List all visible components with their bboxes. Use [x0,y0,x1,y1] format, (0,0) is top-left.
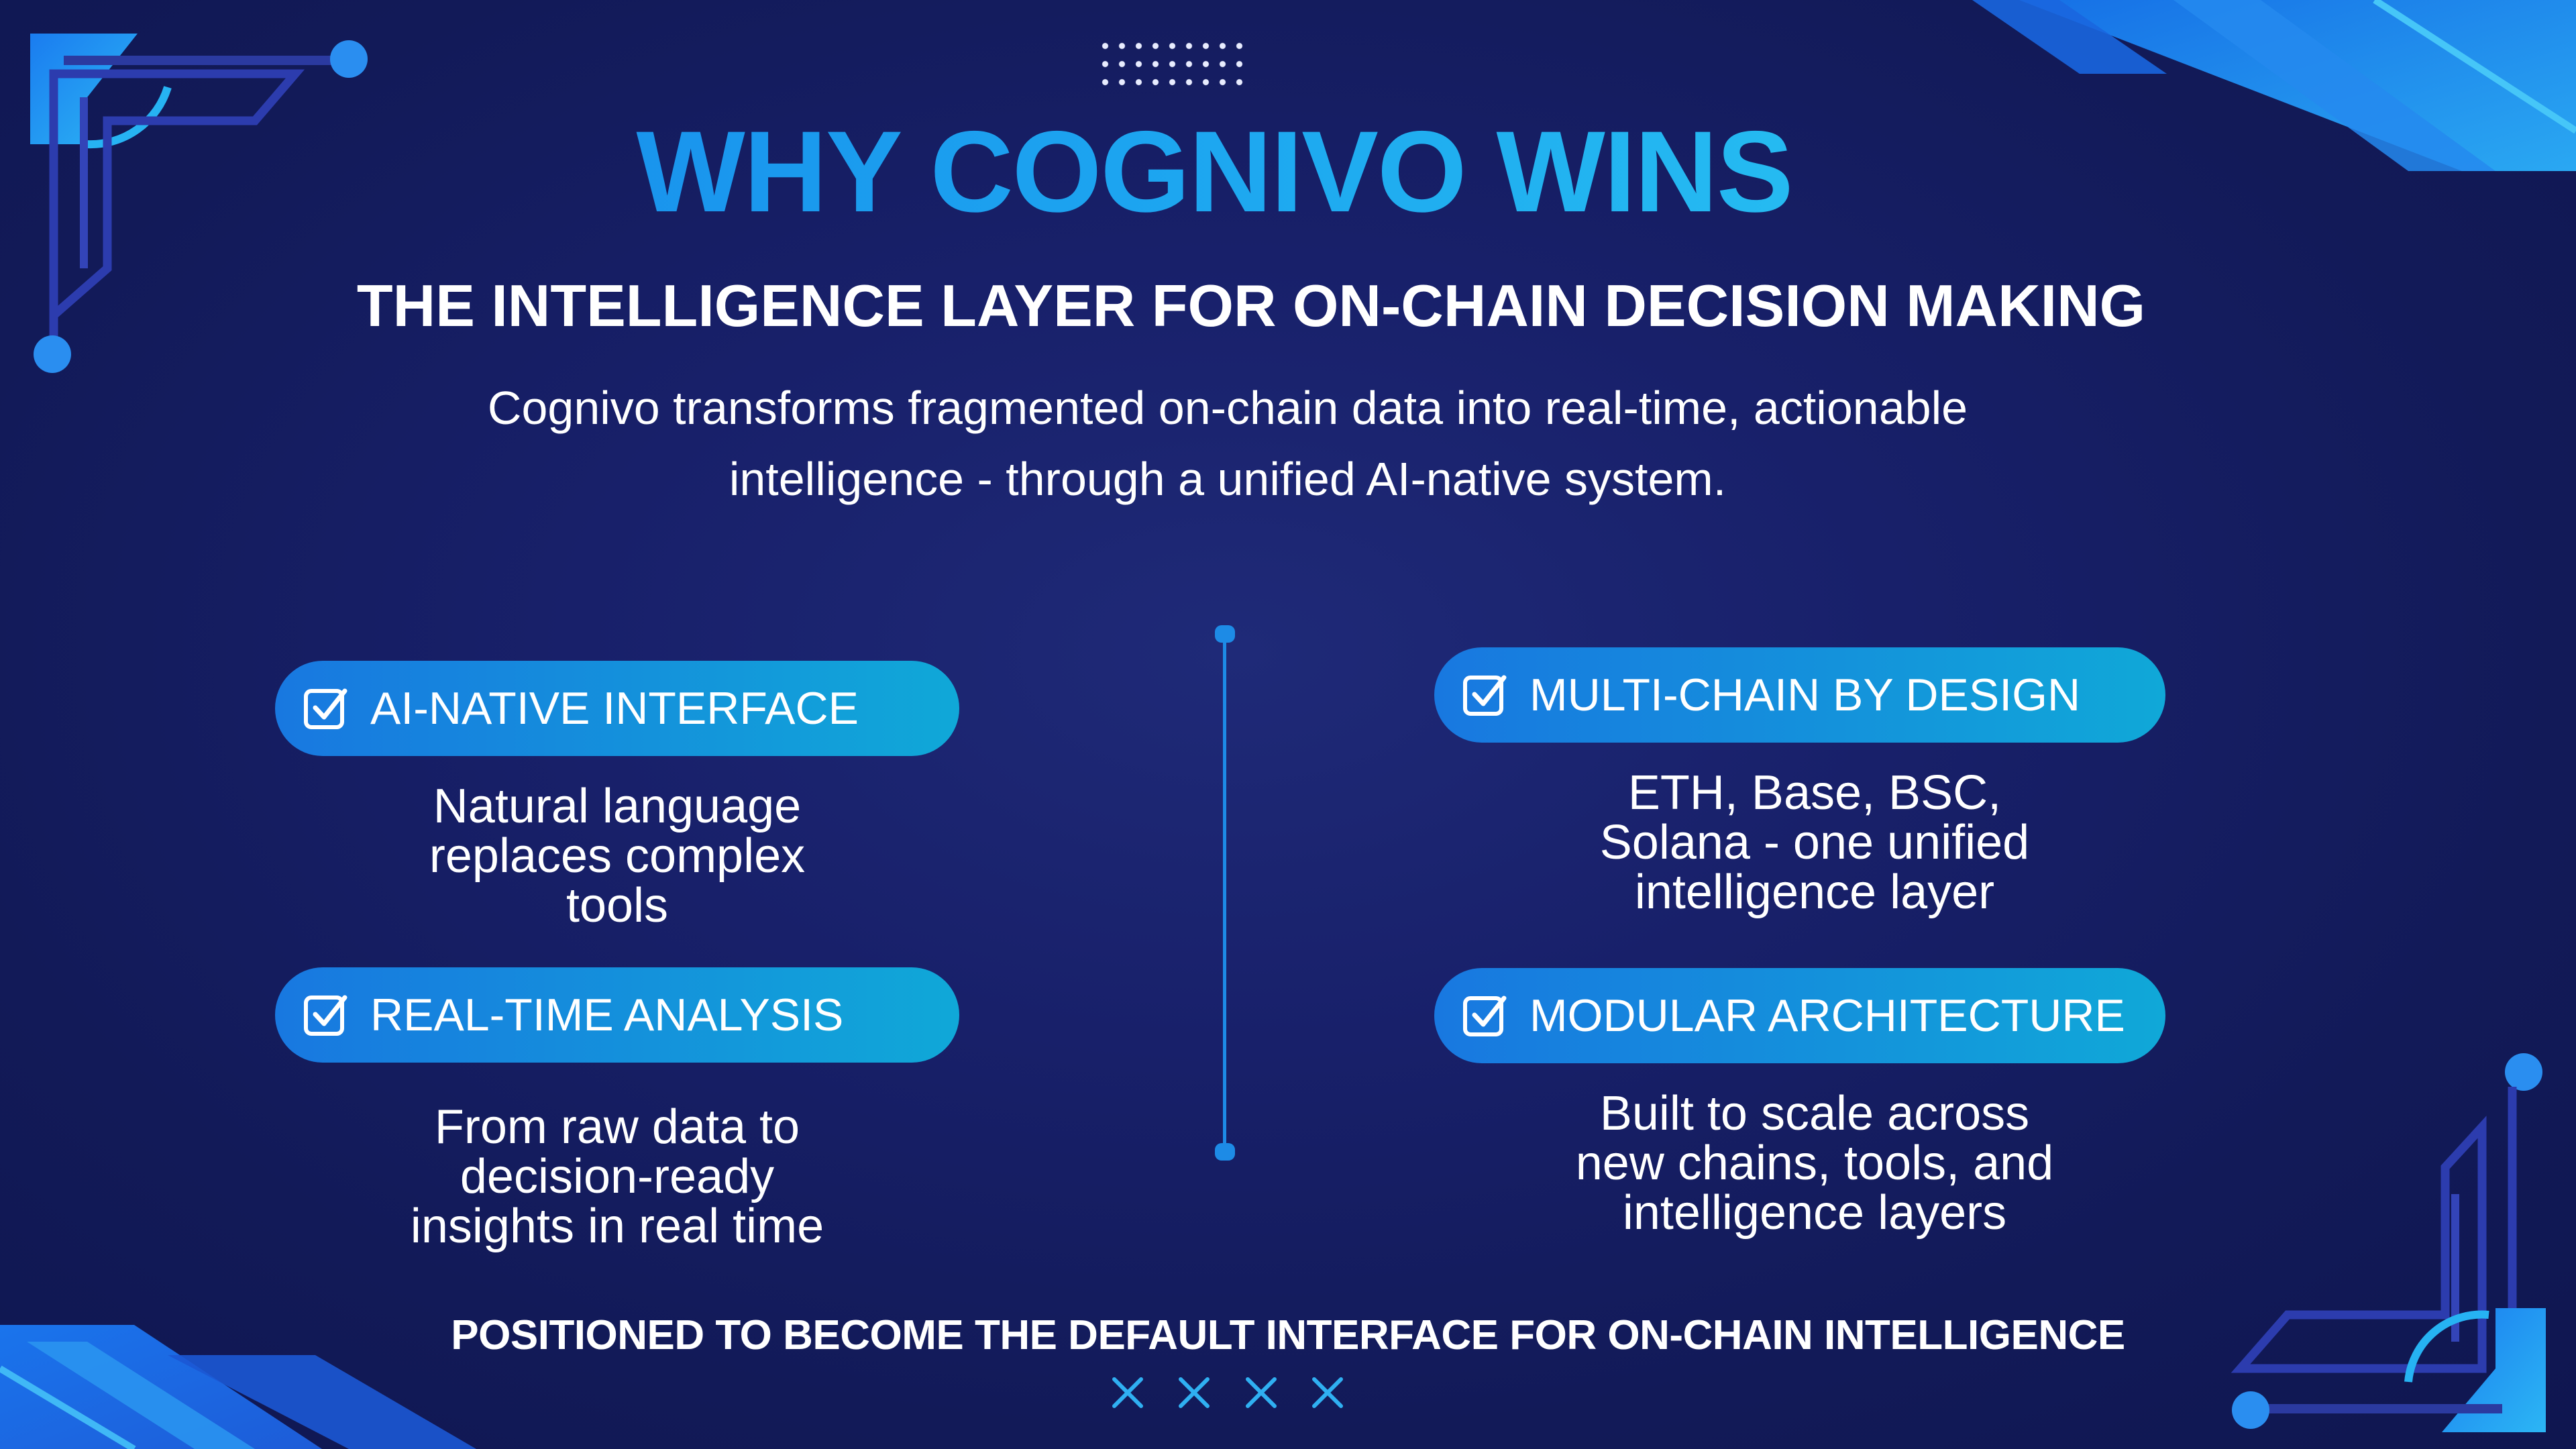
feature-description-line: From raw data to [434,1100,800,1154]
page-description: Cognivo transforms fragmented on-chain d… [335,372,2120,515]
feature-pill-modular-architecture: MODULAR ARCHITECTURE [1434,968,2165,1063]
feature-pill-ai-native-interface: AI-NATIVE INTERFACE [275,661,959,756]
feature-description-line: Solana - one unified [1599,816,2030,869]
cross-icon [1179,1377,1210,1408]
description-line: Cognivo transforms fragmented on-chain d… [487,382,1968,434]
feature-pill-multi-chain-by-design: MULTI-CHAIN BY DESIGN [1434,647,2165,743]
feature-description-line: intelligence layer [1634,865,1995,919]
feature-description-line: new chains, tools, and [1575,1136,2054,1190]
feature-pill-real-time-analysis: REAL-TIME ANALYSIS [275,967,959,1063]
feature-label: AI-NATIVE INTERFACE [370,683,859,734]
feature-description-line: decision-ready [460,1150,775,1203]
corner-decoration-bottom-left [0,1325,476,1449]
feature-description-line: replaces complex [429,829,806,883]
corner-decoration-top-left [30,34,368,373]
cross-icon [1112,1377,1143,1408]
footer-cross-row [1110,1375,1345,1422]
page-subtitle: THE INTELLIGENCE LAYER FOR ON-CHAIN DECI… [356,272,2146,339]
corner-decoration-top-right [1972,0,2576,171]
feature-label: MULTI-CHAIN BY DESIGN [1529,669,2081,720]
feature-description-line: insights in real time [410,1199,824,1253]
checkbox-check-icon [304,688,347,729]
page-title: WHY COGNIVO WINS [0,114,2428,229]
cross-icon [1245,1377,1277,1408]
footer-tagline: POSITIONED TO BECOME THE DEFAULT INTERFA… [451,1312,2125,1358]
center-divider [1223,634,1226,1150]
feature-description-line: Natural language [433,780,802,833]
feature-description-line: ETH, Base, BSC, [1627,766,2002,820]
checkbox-check-icon [1463,675,1507,716]
feature-label: REAL-TIME ANALYSIS [370,989,844,1040]
cross-icon [1311,1377,1343,1408]
description-line: intelligence - through a unified AI-nati… [729,453,1727,505]
divider-endpoint [1215,1143,1235,1161]
checkbox-check-icon [304,995,347,1036]
feature-description-line: Built to scale across [1599,1087,2030,1140]
dot-grid-decoration [1097,37,1251,91]
checkbox-check-icon [1463,996,1507,1036]
corner-decoration-bottom-right [2231,1053,2546,1432]
feature-label: MODULAR ARCHITECTURE [1529,990,2125,1041]
feature-description-multi-chain-by-design: ETH, Base, BSC, Solana - one unified int… [1449,768,2180,917]
feature-description-real-time-analysis: From raw data to decision-ready insights… [268,1102,966,1251]
feature-description-ai-native-interface: Natural language replaces complex tools [268,782,966,930]
feature-description-line: tools [566,879,669,932]
feature-description-modular-architecture: Built to scale across new chains, tools,… [1449,1089,2180,1238]
feature-description-line: intelligence layers [1622,1186,2007,1240]
